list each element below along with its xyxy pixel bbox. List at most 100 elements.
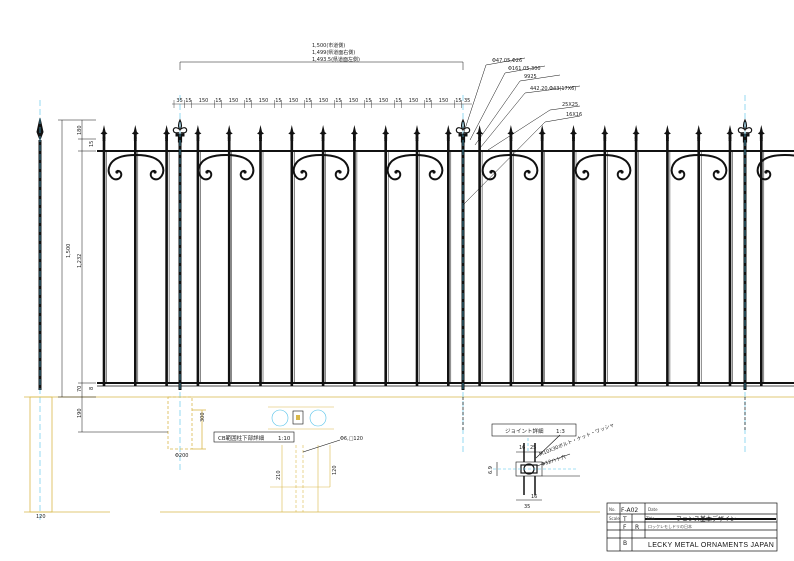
post-detail [213, 406, 341, 512]
left-dimensions [58, 119, 168, 433]
post-dim-c: Φ6,□120 [340, 436, 363, 442]
spear-finial [257, 125, 264, 141]
tb-title-label: Title [645, 516, 655, 521]
leader-1: Φ47.05,Φ26 [492, 58, 522, 64]
spacing-label: 15 [275, 98, 281, 104]
leader-6: 16X16 [566, 112, 582, 118]
spear-finial [663, 125, 671, 141]
spear-finial [288, 125, 296, 141]
post-2 [455, 95, 471, 455]
spear-finial [194, 125, 202, 141]
spacing-label: 150 [409, 98, 419, 104]
spacing-label: 150 [199, 98, 209, 104]
foundation-post-1 [167, 396, 206, 450]
leader-5: 25X25 [562, 102, 578, 108]
spacing-label: 150 [349, 98, 359, 104]
tb-sub: ロックレモしドリの日本 [648, 523, 692, 529]
spacing-label: 15 [215, 98, 221, 104]
dim-mid: 1,232 [77, 254, 83, 268]
joint-note-1: M10X30ボルト・ナット・ワッシャ [538, 421, 615, 458]
dim-left-width: 120 [36, 514, 46, 520]
picket [666, 140, 669, 386]
picket [447, 140, 450, 386]
picket [760, 140, 763, 386]
post-left [36, 100, 44, 520]
spacing-label: 150 [439, 98, 449, 104]
spear-finial [507, 125, 515, 141]
leader-4: 442.20,Φ43(17X6) [530, 86, 576, 92]
joint-dim-c: 35 [524, 504, 530, 510]
post-dim-a: 210 [276, 470, 282, 480]
picket [509, 140, 513, 386]
spacing-label: 15 [425, 98, 431, 104]
post-dim-b: 120 [332, 465, 338, 475]
spear-finial [382, 125, 390, 141]
leader-2: Φ161.05,300 [508, 66, 541, 72]
picket [290, 140, 294, 386]
spacing-label: 15 [335, 98, 341, 104]
dim-width: Φ200 [175, 453, 188, 459]
scroll-ornament [292, 154, 350, 181]
tb-cell-t: T [622, 516, 627, 523]
leader-lines [462, 57, 581, 206]
tb-scale-label: Scale [609, 516, 620, 521]
picket [728, 140, 732, 386]
dim-bot2: 8 [89, 387, 95, 390]
scroll-ornament [386, 154, 444, 181]
spacing-label: 35 [464, 98, 470, 104]
spacing-label: 150 [319, 98, 329, 104]
picket [165, 140, 168, 386]
tb-cell-r: R [635, 524, 639, 531]
tb-title-value: フェンス基本デザイン [676, 515, 736, 523]
joint-dim-a: 16 [519, 445, 525, 451]
foundation-left [29, 396, 53, 513]
tb-no-value: F-A02 [621, 507, 638, 514]
picket [697, 140, 700, 386]
spear-finial [632, 125, 640, 141]
picket [134, 140, 137, 386]
tb-cell-b: B [623, 540, 627, 547]
spacing-label: 15 [245, 98, 251, 104]
spacing-label: 150 [289, 98, 299, 104]
picket [227, 140, 231, 386]
joint-dim-b: 25 [530, 445, 536, 451]
scroll-ornament [574, 154, 632, 181]
spear-finial [225, 125, 233, 141]
spear-finial [757, 125, 765, 141]
picket [353, 140, 356, 386]
scroll-ornament [197, 154, 255, 181]
spacing-label: 35 [176, 98, 182, 104]
tb-date-label: Date [648, 507, 658, 512]
scroll-ornaments [107, 154, 794, 181]
spacing-label: 15 [365, 98, 371, 104]
picket [384, 140, 387, 386]
spear-finial [695, 125, 703, 141]
spear-finial [413, 125, 421, 141]
top-dimension [179, 61, 464, 70]
post-3 [737, 95, 753, 455]
joint-dim-d: 16 [531, 494, 537, 500]
tb-no-label: No. [609, 507, 616, 512]
spear-finial [350, 125, 358, 141]
dim-depth: 300 [200, 412, 206, 422]
picket [572, 140, 575, 386]
joint-detail-title: ジョイント詳細 [505, 427, 544, 435]
leader-3: 9925 [524, 74, 537, 80]
scroll-ornament [756, 154, 794, 181]
spear-finial [319, 125, 327, 141]
joint-detail [491, 423, 580, 501]
picket [478, 140, 481, 386]
spear-finial [726, 125, 734, 141]
spacing-label: 150 [229, 98, 239, 104]
spacing-label: 15 [185, 98, 191, 104]
picket [603, 140, 607, 386]
spear-finial [163, 125, 171, 141]
spear-finial [131, 125, 139, 141]
spacing-label: 150 [379, 98, 389, 104]
title-block [606, 502, 778, 552]
post-detail-title: CB範囲柱下部詳細 [218, 434, 265, 442]
picket [540, 140, 544, 386]
spear-finials [100, 125, 765, 141]
spacing-label: 15 [305, 98, 311, 104]
